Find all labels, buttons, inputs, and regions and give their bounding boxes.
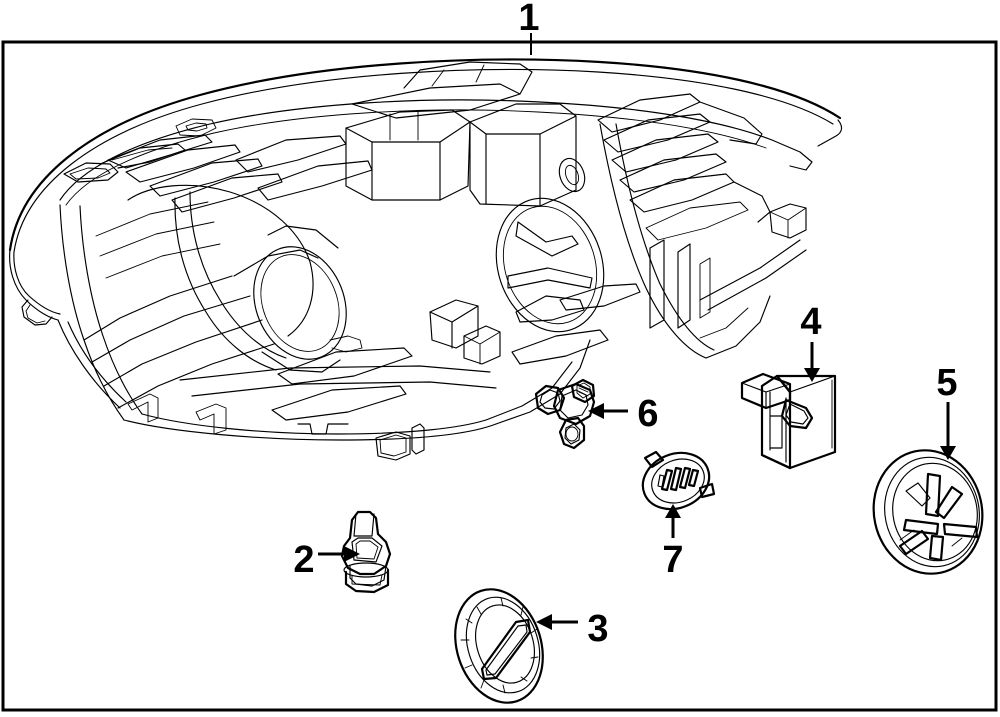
callout-numbers: 1 2 3 4 5 6 7 (293, 0, 957, 650)
callout-label-5: 5 (936, 362, 957, 404)
leader-arrowhead-5 (940, 446, 956, 460)
part-headlamp-housing (8, 58, 843, 461)
callout-label-6: 6 (637, 393, 658, 435)
leader-arrowhead-7 (665, 504, 681, 518)
part-ballast-module (740, 372, 837, 470)
part-dust-cap-large (454, 588, 544, 704)
leader-arrowhead-2 (344, 546, 360, 562)
part-adjuster-screw (534, 378, 596, 450)
callout-leaders (318, 33, 956, 630)
part-bulb-socket (340, 510, 392, 594)
part-vent-cap-small (641, 450, 716, 511)
leader-arrowhead-3 (536, 614, 552, 630)
callout-label-4: 4 (800, 301, 821, 343)
callout-label-3: 3 (587, 608, 608, 650)
leader-arrowhead-4 (804, 368, 820, 382)
leader-arrowhead-6 (588, 403, 604, 419)
callout-label-7: 7 (662, 539, 683, 581)
callout-label-2: 2 (293, 539, 314, 581)
diagram-border (1, 40, 998, 712)
part-vented-cover-cap (872, 449, 984, 575)
callout-label-1: 1 (518, 0, 539, 39)
